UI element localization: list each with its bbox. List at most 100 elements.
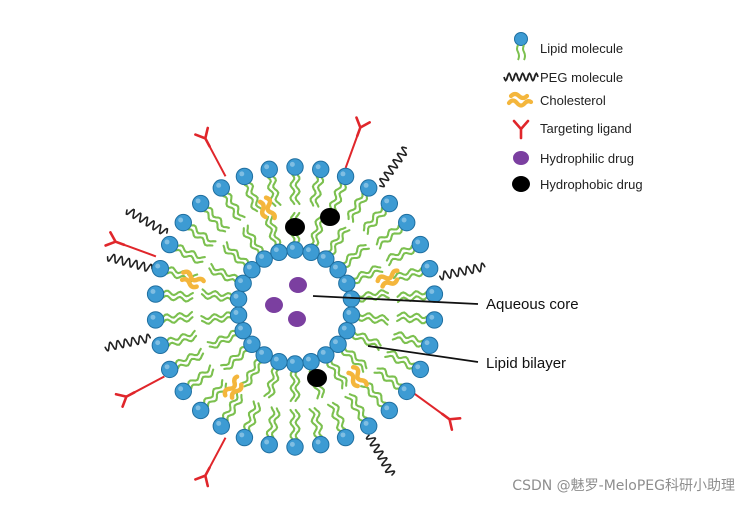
callout-lines: [312, 295, 479, 363]
lipid-head: [312, 435, 330, 454]
legend-peg-label: PEG molecule: [540, 70, 623, 85]
lipid-head: [425, 311, 444, 329]
lipid-tail: [239, 358, 260, 385]
lipid-tail: [396, 295, 428, 304]
liposome: [104, 116, 486, 488]
lipid-tail: [206, 206, 230, 229]
legend-lipid-label: Lipid molecule: [540, 41, 623, 56]
lipid-tail: [396, 316, 428, 325]
lipid-head: [317, 250, 335, 268]
lipid-heads: [146, 158, 444, 456]
lipid-tail: [203, 379, 224, 404]
lipid-tail: [376, 367, 403, 386]
lipid-head: [360, 179, 378, 197]
lipid-tail: [208, 333, 239, 349]
lipid-head: [338, 321, 356, 340]
lipid-head: [380, 194, 399, 213]
peg-molecule-icon: [503, 72, 539, 82]
lipid-tail: [162, 310, 194, 319]
lipid-head: [336, 167, 355, 186]
lipid-tail: [391, 336, 423, 348]
ligand-stem: [133, 375, 165, 394]
cholesterol-molecules: [179, 195, 400, 400]
lipid-tail: [190, 224, 217, 243]
lipid-head: [329, 260, 347, 279]
lipid-head: [270, 243, 288, 262]
lipid-tail: [269, 214, 282, 246]
lipid-head: [286, 241, 304, 259]
peg-chain: [365, 434, 396, 476]
cholesterol: [179, 269, 206, 290]
lipid-tail: [176, 244, 206, 260]
lipid-tail: [392, 267, 423, 280]
lipid-head: [212, 417, 230, 435]
lipid-head: [235, 428, 254, 447]
lipid-head: [398, 382, 416, 401]
lipid-tail: [242, 227, 260, 256]
lipid-tail: [313, 407, 323, 438]
lipid-tail: [357, 312, 390, 321]
lipid-tail: [314, 176, 325, 208]
lipid-head: [260, 435, 278, 454]
ligand-stem: [414, 393, 443, 415]
lipid-tail: [373, 371, 400, 390]
lipid-head: [160, 360, 179, 379]
lipid-tail: [347, 192, 364, 221]
targeting-ligand: [355, 116, 371, 138]
ligand-stem: [208, 145, 227, 177]
peg-chain: [106, 253, 153, 272]
lipid-head: [243, 335, 261, 354]
lipid-tail: [243, 361, 264, 388]
lipid-head: [411, 235, 430, 254]
ligand-stem: [123, 243, 157, 258]
lipid-tail: [289, 173, 296, 206]
lipid-tail: [356, 317, 389, 326]
lipid-head: [360, 417, 378, 435]
lipid-tail: [384, 354, 414, 370]
lipid-tail: [206, 329, 237, 345]
lipid-tail: [210, 262, 239, 280]
lipid-tail: [388, 249, 416, 267]
lipid-head: [286, 355, 304, 373]
legend: Lipid molecule PEG molecule Cholesterol …: [503, 32, 643, 192]
lipid-bilayer-label: Lipid bilayer: [486, 355, 566, 372]
lipid-head: [235, 167, 254, 186]
lipid-tail: [330, 358, 348, 387]
lipid-tail: [265, 215, 277, 248]
lipid-tail: [246, 224, 264, 253]
lipid-tail: [329, 181, 343, 212]
lipid-tail: [340, 244, 367, 265]
peg-chain: [125, 208, 169, 235]
lipid-tail: [272, 175, 282, 206]
lipid-tails: [162, 173, 428, 441]
lipid-tail: [176, 352, 205, 370]
lipid-tail: [247, 402, 261, 433]
lipid-tail: [174, 248, 204, 264]
hydrophobic-drug: [307, 369, 327, 387]
drug-molecules: [265, 208, 340, 387]
lipid-tail: [187, 364, 212, 386]
lipid-tail: [351, 195, 369, 223]
lipid-tail: [396, 290, 428, 298]
hydrophobic-drug-icon: [512, 176, 530, 192]
hydrophilic-drug: [289, 277, 307, 293]
hydrophobic-drug: [320, 208, 340, 226]
lipid-head: [229, 306, 248, 324]
lipid-tail: [243, 183, 259, 213]
lipid-tail: [162, 289, 194, 298]
ligand-stem: [208, 437, 227, 469]
lipid-tail: [174, 347, 202, 365]
hydrophilic-drug: [265, 297, 283, 313]
legend-cholesterol-label: Cholesterol: [540, 93, 606, 108]
legend-hydrophobic-label: Hydrophobic drug: [540, 177, 643, 192]
lipid-tail: [265, 406, 276, 438]
lipid-tail: [167, 334, 198, 347]
peg-chain: [439, 262, 486, 281]
lipid-molecule-icon: [514, 32, 528, 61]
lipid-head: [286, 438, 304, 456]
hydrophilic-drug: [288, 311, 306, 327]
targeting-ligand: [114, 391, 136, 408]
lipid-tail: [243, 400, 257, 431]
lipid-head: [174, 213, 192, 232]
lipid-tail: [162, 316, 194, 324]
